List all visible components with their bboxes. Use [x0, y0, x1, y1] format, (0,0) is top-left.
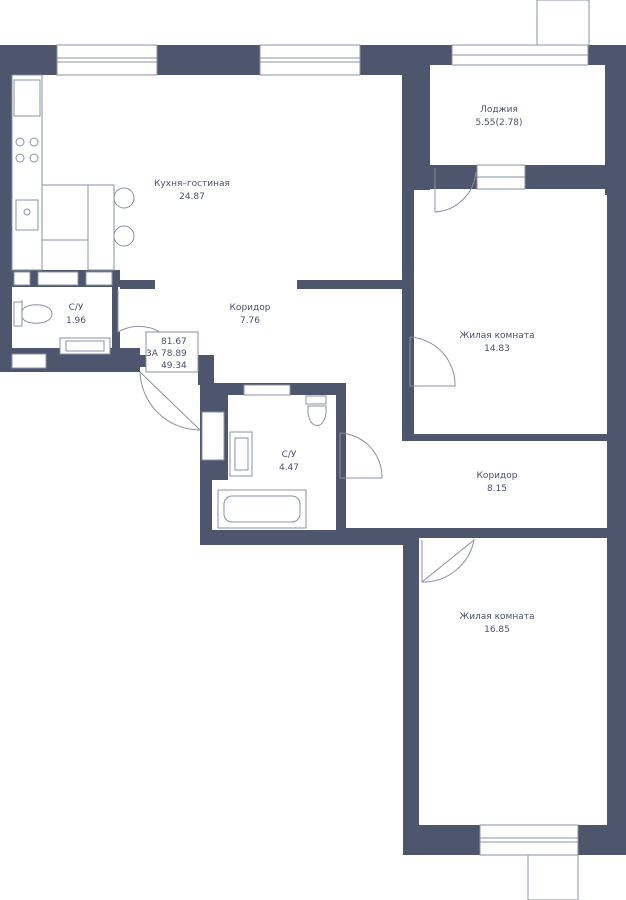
wall-kitchen-wc-right — [120, 280, 155, 289]
summary-area-2: 78.89 — [161, 349, 187, 359]
door-bath — [339, 432, 383, 479]
wall-right — [607, 165, 626, 855]
wall-corridor2-bottom — [345, 528, 626, 538]
window-bedroom2 — [479, 824, 579, 856]
sink-wc-small — [59, 337, 111, 355]
label-corridor2-area: 8.15 — [487, 484, 507, 494]
door-corridor — [139, 371, 201, 431]
stove-burner-1 — [15, 137, 25, 147]
wall-corridor-top — [297, 280, 403, 289]
wall-bath-bottom — [200, 530, 418, 545]
summary-type: 3А — [146, 349, 159, 359]
wall-bedroom2-left — [403, 538, 419, 855]
wall-bedroom1-bottom — [402, 434, 626, 441]
window-kitchen-2 — [259, 44, 361, 76]
balcony-top — [536, 0, 590, 46]
label-loggia-area: 5.55(2.78) — [475, 118, 522, 128]
kitchen-island-ext — [87, 184, 115, 271]
window-kitchen-1 — [56, 44, 158, 76]
wall-bath-right — [336, 383, 346, 533]
label-bath-name: С/У — [282, 450, 297, 460]
label-wc-small-area: 1.96 — [66, 316, 86, 326]
wall-notch — [11, 353, 47, 369]
doors — [117, 168, 477, 584]
label-bedroom1-area: 14.83 — [484, 344, 510, 354]
room-labels: Кухня–гостиная 24.87 Лоджия 5.55(2.78) С… — [66, 105, 535, 635]
label-bath-area: 4.47 — [279, 463, 299, 473]
wall-corridor-stub-2 — [198, 355, 214, 385]
stove-burner-2 — [29, 137, 39, 147]
vent-bath — [243, 384, 291, 396]
door-wc-small — [117, 290, 161, 333]
vent-3 — [85, 271, 113, 286]
kitchen-sink — [15, 199, 39, 231]
walls — [0, 45, 626, 855]
label-corridor1-area: 7.76 — [240, 316, 260, 326]
label-bedroom2-area: 16.85 — [484, 625, 510, 635]
label-kitchen-name: Кухня–гостиная — [154, 179, 230, 189]
bar-stool-1 — [113, 187, 135, 209]
kitchen-fridge — [13, 79, 41, 117]
label-corridor1-name: Коридор — [230, 303, 271, 313]
door-bedroom2 — [421, 538, 475, 584]
label-bedroom1-name: Жилая комната — [460, 331, 535, 341]
summary-living-area: 49.34 — [161, 361, 187, 371]
summary-box — [145, 331, 199, 373]
vent-2 — [37, 271, 79, 286]
summary-total-area: 81.67 — [161, 337, 187, 347]
door-bedroom1 — [409, 336, 456, 387]
toilet-bath-tank — [305, 395, 327, 405]
label-bedroom2-name: Жилая комната — [460, 612, 535, 622]
vent-1 — [13, 271, 31, 286]
label-loggia-name: Лоджия — [480, 105, 518, 115]
wall-left — [0, 45, 12, 372]
fixtures — [11, 74, 327, 529]
kitchen-counter — [11, 74, 43, 271]
windows — [13, 0, 590, 900]
toilet-bath — [307, 405, 327, 426]
bath-sink — [229, 431, 253, 477]
label-corridor2-name: Коридор — [477, 471, 518, 481]
label-kitchen-area: 24.87 — [179, 192, 205, 202]
vent-bath-left — [201, 411, 225, 461]
stove-burner-3 — [15, 153, 25, 163]
bar-stool-2 — [113, 225, 135, 247]
wall-loggia-right — [605, 45, 626, 195]
stove-burner-4 — [29, 153, 39, 163]
door-loggia — [434, 168, 477, 213]
balcony-bottom — [527, 854, 579, 900]
summary: 81.67 3А 78.89 49.34 — [146, 337, 187, 371]
label-wc-small-name: С/У — [69, 303, 84, 313]
wall-wc-right-lower — [112, 332, 120, 372]
wall-wc-right — [112, 287, 118, 332]
